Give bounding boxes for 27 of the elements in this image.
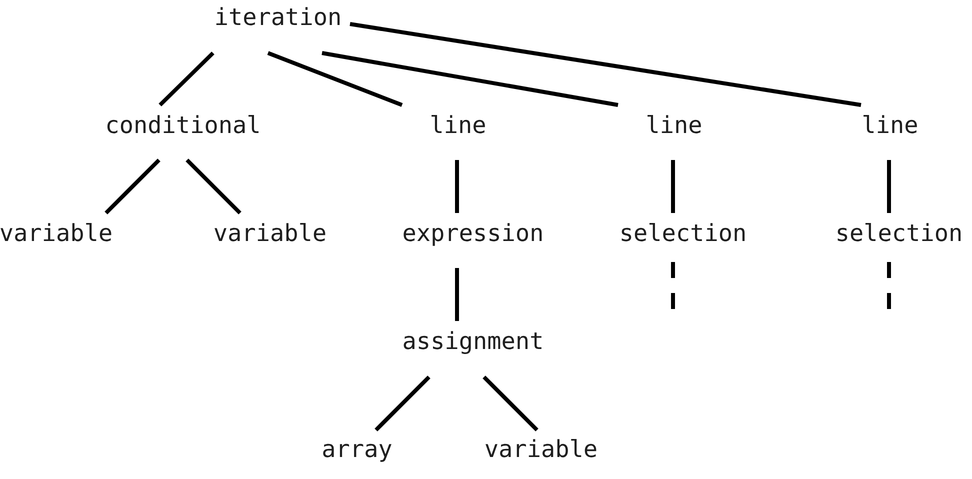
node-label: selection <box>622 223 745 242</box>
node-label: array <box>323 444 392 462</box>
tree-line <box>350 22 862 107</box>
node-label: line <box>648 115 701 134</box>
node-label: conditional <box>107 115 259 134</box>
tree-line <box>267 51 403 107</box>
node-label: iteration <box>216 7 340 26</box>
tree-line <box>671 160 675 213</box>
tree-line <box>104 158 160 214</box>
node-label: line <box>864 115 917 134</box>
tree-line <box>455 268 459 321</box>
tree-line <box>374 376 430 432</box>
dashed-line <box>671 262 675 309</box>
tree-line <box>186 158 242 214</box>
node-label: expression <box>404 223 542 246</box>
dashed-line <box>887 262 891 309</box>
node-label: selection <box>838 223 961 242</box>
tree-line <box>887 160 891 213</box>
tree-line <box>455 160 459 213</box>
tree-line <box>322 51 618 107</box>
node-label: variable <box>0 223 112 242</box>
node-label: line <box>432 115 485 134</box>
tree-line <box>482 376 538 432</box>
tree-line <box>158 52 214 106</box>
node-label: assignment <box>404 331 542 354</box>
node-label: variable <box>486 439 596 458</box>
node-label: variable <box>214 223 326 242</box>
